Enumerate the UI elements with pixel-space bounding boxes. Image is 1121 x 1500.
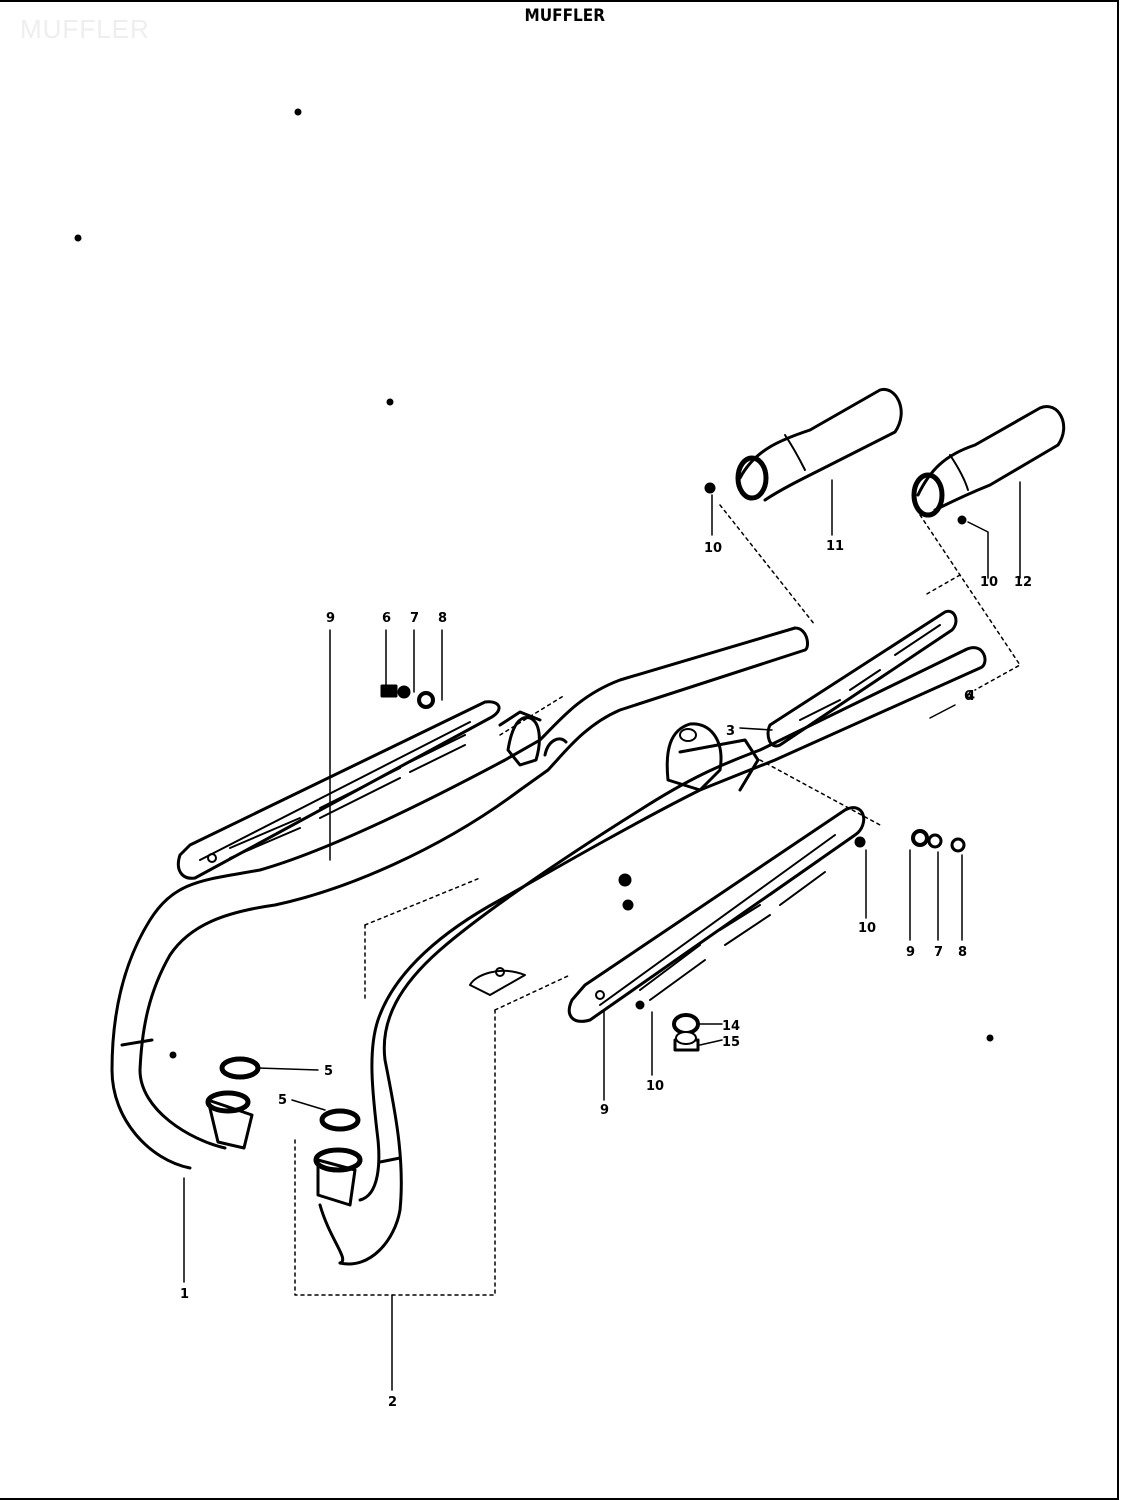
callout-left-gasket: 5 bbox=[324, 1064, 333, 1079]
callout-baffle: 3 bbox=[726, 724, 735, 739]
callout-right-guard-bolt: 10 bbox=[858, 921, 876, 936]
right-silencer bbox=[911, 405, 1066, 518]
hardware bbox=[74, 108, 994, 1059]
callout-left-guard-washer: 7 bbox=[410, 611, 419, 626]
callout-right-guard-cushion: 8 bbox=[958, 945, 967, 960]
callout-baffle-bolt: 4 bbox=[966, 689, 975, 704]
left-silencer bbox=[735, 387, 903, 502]
dashed-lines bbox=[294, 504, 1021, 1296]
callout-labels: 1 2 9 6 7 8 5 5 3 4 10 11 10 12 10 9 7 8… bbox=[180, 539, 1032, 1410]
callout-left-guard-screw: 6 bbox=[382, 611, 391, 626]
page-title: MUFFLER bbox=[524, 6, 606, 26]
callout-left-exhaust-pipe: 1 bbox=[180, 1287, 189, 1302]
right-gasket bbox=[319, 1108, 361, 1132]
callout-left-guard-cushion: 8 bbox=[438, 611, 447, 626]
callout-mount-cushion: 14 bbox=[722, 1019, 740, 1034]
callout-right-gasket: 5 bbox=[278, 1093, 287, 1108]
left-gasket bbox=[219, 1056, 261, 1080]
callout-left-silencer: 11 bbox=[826, 539, 844, 554]
callout-right-guard-washer: 7 bbox=[934, 945, 943, 960]
left-heat-guard bbox=[176, 700, 501, 880]
callout-right-guard-lower: 9 bbox=[600, 1103, 609, 1118]
right-exhaust-pipe bbox=[313, 646, 987, 1266]
callout-right-silencer: 12 bbox=[1014, 575, 1032, 590]
callout-mount-nut: 15 bbox=[722, 1035, 740, 1050]
leader-lines bbox=[183, 479, 1021, 1391]
left-exhaust-pipe bbox=[110, 626, 809, 1170]
callout-left-silencer-bolt: 10 bbox=[704, 541, 722, 556]
baffle bbox=[766, 609, 958, 748]
callout-right-exhaust-pipe: 2 bbox=[388, 1395, 397, 1410]
callout-right-silencer-bolt: 10 bbox=[980, 575, 998, 590]
watermark: MUFFLER bbox=[20, 14, 150, 44]
callout-lower-guard-bolt: 10 bbox=[646, 1079, 664, 1094]
callout-right-heat-guard: 9 bbox=[906, 945, 915, 960]
right-heat-guard bbox=[567, 806, 866, 1023]
callout-right-guard-screw: 6 bbox=[964, 689, 973, 704]
callout-left-heat-guard: 9 bbox=[326, 611, 335, 626]
